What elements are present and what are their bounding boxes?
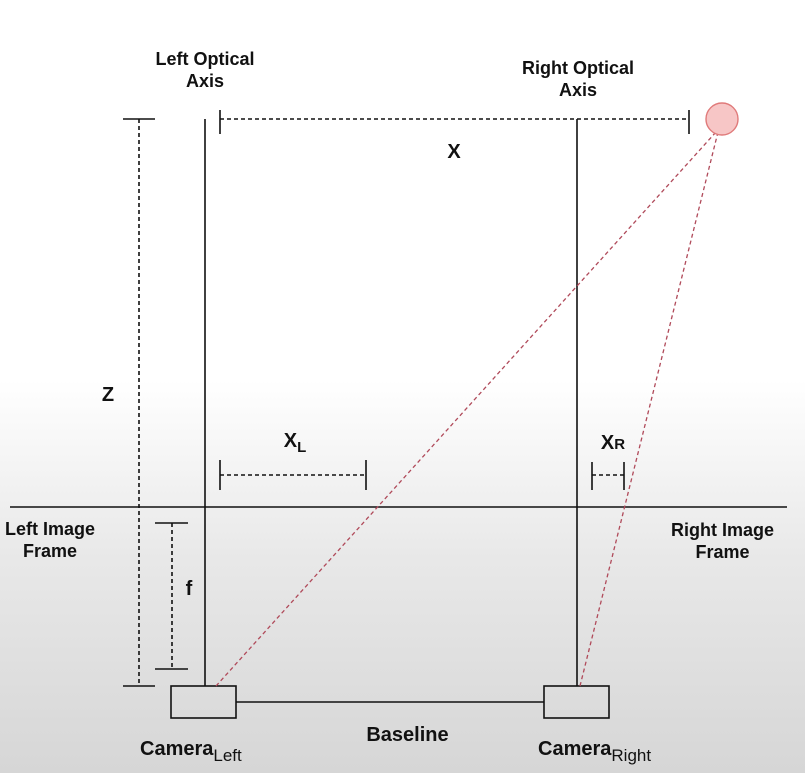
right-optical-axis-label: Right Optical Axis xyxy=(522,58,634,100)
z-dimension xyxy=(123,118,155,687)
ray-right xyxy=(579,131,719,687)
camera-right-label: CameraRight xyxy=(538,738,652,765)
camera-right-box xyxy=(543,685,610,719)
xl-label: XL xyxy=(283,430,307,456)
xl-dimension xyxy=(219,460,367,490)
left-image-frame-label: Left Image Frame xyxy=(4,519,96,561)
z-label: Z xyxy=(101,384,115,406)
left-optical-axis-label: Left Optical Axis xyxy=(155,49,255,91)
right-image-frame-label: Right Image Frame xyxy=(670,520,774,562)
f-label: f xyxy=(185,578,193,600)
ray-left xyxy=(215,131,717,687)
scene-point xyxy=(705,102,739,136)
x-label: X xyxy=(447,141,461,163)
x-dimension xyxy=(219,110,690,134)
f-dimension xyxy=(155,522,188,670)
xr-label: XR xyxy=(600,432,626,454)
camera-left-box xyxy=(170,685,237,719)
camera-left-label: CameraLeft xyxy=(140,738,242,765)
baseline-label: Baseline xyxy=(366,724,449,746)
xr-dimension xyxy=(591,462,625,490)
